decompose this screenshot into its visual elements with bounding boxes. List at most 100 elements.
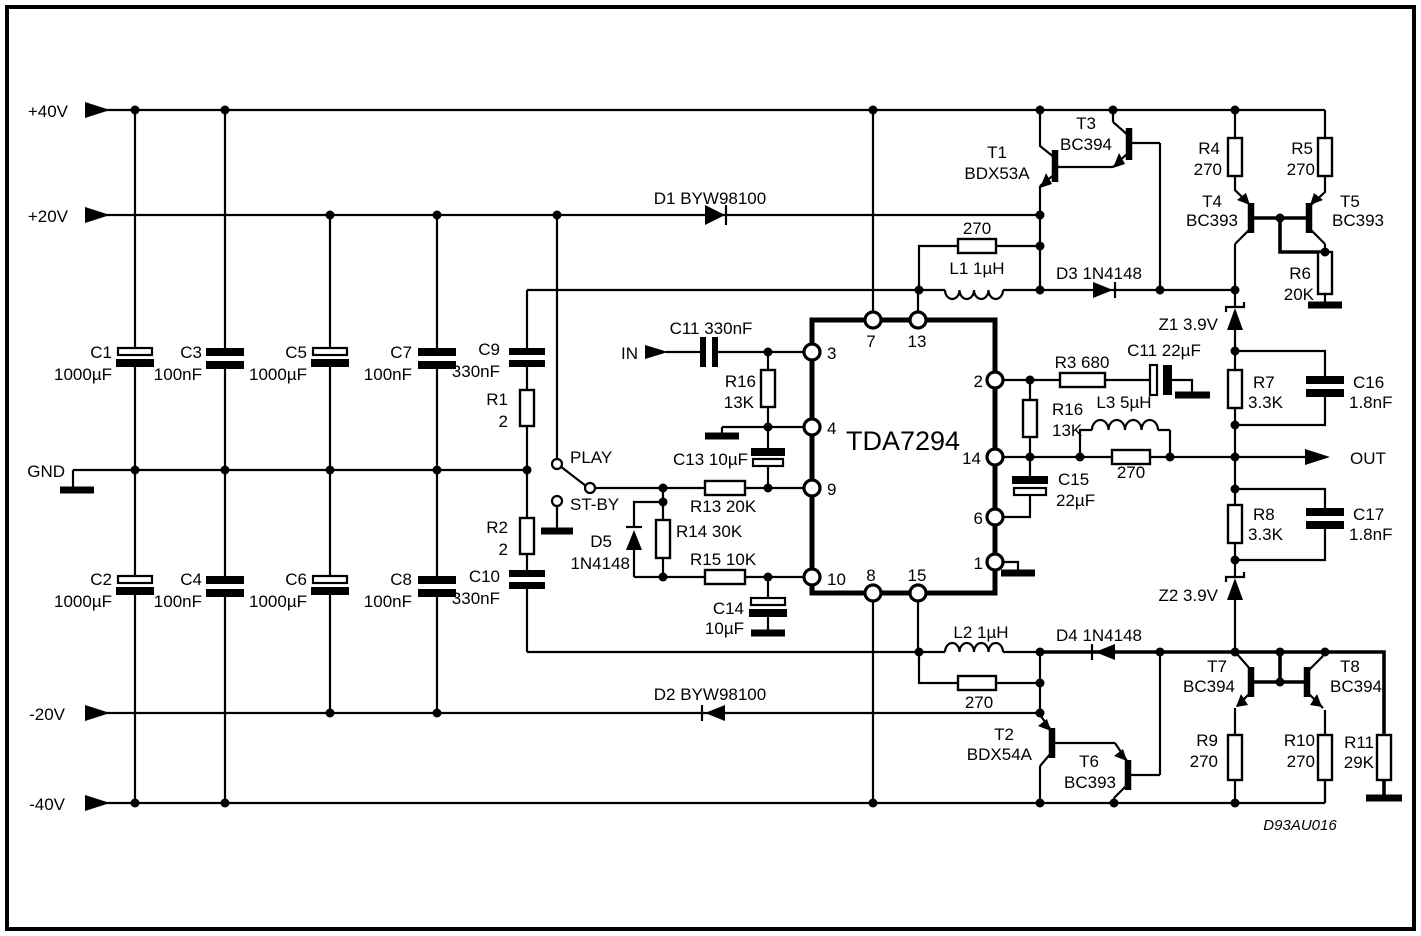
cap-c15-plates: [1012, 476, 1048, 484]
diode-symbols: [626, 205, 1246, 721]
cap-c13-plates: [751, 448, 785, 456]
cap-c11-boot-plates: [1148, 363, 1159, 397]
label-t7-ref: T7: [1207, 657, 1227, 676]
label-c17-ref: C17: [1353, 505, 1384, 524]
label-t3-ref: T3: [1076, 114, 1096, 133]
label-c3-value: 100nF: [154, 365, 202, 384]
label-r16-in-ref: R16: [725, 372, 756, 391]
label-c15-value: 22µF: [1056, 491, 1095, 510]
diode-d5-icon: [626, 530, 642, 550]
resistor-r8: [1226, 503, 1244, 545]
label-t1-ref: T1: [987, 143, 1007, 162]
resistor-symbols: [518, 136, 1393, 782]
label-c11-in: C11 330nF: [670, 319, 753, 338]
resistor-r16-in: [759, 368, 777, 409]
label-pin-1: 1: [974, 554, 983, 573]
label-t2-value: BDX54A: [967, 745, 1033, 764]
rail-m20-arrow-icon: [85, 705, 110, 721]
cap-c17-plates: [1306, 508, 1344, 516]
label-c9-ref: C9: [478, 340, 500, 359]
label-rail-m20: -20V: [29, 705, 66, 724]
label-t5-ref: T5: [1340, 192, 1360, 211]
label-r4-ref: R4: [1198, 139, 1220, 158]
label-drawing-code: D93AU016: [1263, 817, 1337, 834]
label-r11-value: 29K: [1344, 753, 1375, 772]
resistor-r11: [1375, 733, 1393, 782]
ic-pin-14: [985, 447, 1005, 467]
zener-z2-icon: [1227, 578, 1243, 600]
label-z1: Z1 3.9V: [1158, 315, 1218, 334]
label-r1-ref: R1: [486, 390, 508, 409]
transistor-t5-emitter-arrow: [1310, 193, 1323, 205]
label-c1-ref: C1: [90, 343, 112, 362]
cap-c10-plates: [509, 570, 545, 577]
label-r2-value: 2: [499, 540, 508, 559]
label-r16-in-value: 13K: [724, 393, 755, 412]
label-r9-ref: R9: [1196, 731, 1218, 750]
label-r1-value: 2: [499, 412, 508, 431]
junction-dots: [130, 105, 1330, 808]
resistor-r7: [1226, 368, 1244, 410]
label-d2: D2 BYW98100: [654, 685, 766, 704]
rail-wires: [71, 108, 1327, 805]
label-play: PLAY: [570, 448, 612, 467]
label-t1-value: BDX53A: [964, 164, 1030, 183]
label-r16-fb-ref: R16: [1052, 400, 1083, 419]
label-r6-ref: R6: [1289, 264, 1311, 283]
t4-t5-link-wires: [1253, 216, 1325, 254]
cap-c7-plates: [418, 348, 456, 356]
label-r14: R14 30K: [676, 522, 743, 541]
label-c11-boot: C11 22µF: [1127, 341, 1201, 360]
label-c14-value: 10µF: [705, 619, 744, 638]
label-z2: Z2 3.9V: [1158, 586, 1218, 605]
switch-pivot-contact: [583, 481, 597, 495]
transistor-t3-emitter-arrow: [1113, 153, 1125, 168]
diode-d3-icon: [1093, 282, 1113, 298]
cap-c6-plate: [311, 574, 349, 585]
label-c7-ref: C7: [390, 343, 412, 362]
transistor-t6-emitter-arrow: [1114, 749, 1127, 761]
bottom-section-wires: [527, 593, 1327, 803]
label-rail-p40: +40V: [28, 102, 69, 121]
rail-driver-thick-wires: [1040, 650, 1386, 795]
ic-pin-4: [802, 417, 822, 437]
ic-pin-13: [908, 310, 928, 330]
in-arrow-icon: [645, 345, 668, 359]
label-pin-3: 3: [827, 344, 836, 363]
label-t8-ref: T8: [1340, 657, 1360, 676]
resistor-r15: [703, 568, 747, 586]
label-layer: +40V +20V GND -20V -40V C1 1000µF C3 100…: [27, 102, 1392, 834]
label-t5-value: BC393: [1332, 211, 1384, 230]
label-r11-ref: R11: [1344, 733, 1374, 752]
label-t6-ref: T6: [1079, 752, 1099, 771]
label-pin-8: 8: [866, 566, 875, 585]
transistor-t4-emitter-arrow: [1237, 193, 1250, 205]
transistor-symbols: [1038, 128, 1323, 790]
label-c5-value: 1000µF: [249, 365, 307, 384]
ic-pin-9: [802, 478, 822, 498]
label-pin-4: 4: [827, 419, 836, 438]
label-pin-9: 9: [827, 480, 836, 499]
rail-p20-arrow-icon: [85, 207, 110, 223]
label-270-bot: 270: [965, 693, 993, 712]
label-r8-value: 3.3K: [1248, 525, 1284, 544]
cap-c4-plates: [206, 576, 244, 584]
label-t2-ref: T2: [994, 725, 1014, 744]
rail-p40-arrow-icon: [85, 102, 110, 118]
diode-d2-icon: [705, 705, 725, 721]
inductor-l2: [943, 641, 1005, 653]
diode-d4-icon: [1095, 644, 1115, 660]
label-c16-ref: C16: [1353, 373, 1384, 392]
label-d3: D3 1N4148: [1056, 264, 1142, 283]
label-c4-ref: C4: [180, 570, 202, 589]
label-r15: R15 10K: [690, 550, 757, 569]
label-c8-ref: C8: [390, 570, 412, 589]
inductor-l1: [943, 289, 1005, 301]
ic-pin-8: [863, 583, 883, 603]
ground-symbols: [60, 301, 1402, 802]
label-c4-value: 100nF: [154, 592, 202, 611]
switch-play-contact: [550, 457, 564, 471]
resistor-r3: [1058, 371, 1107, 389]
resistor-r14: [654, 518, 672, 560]
